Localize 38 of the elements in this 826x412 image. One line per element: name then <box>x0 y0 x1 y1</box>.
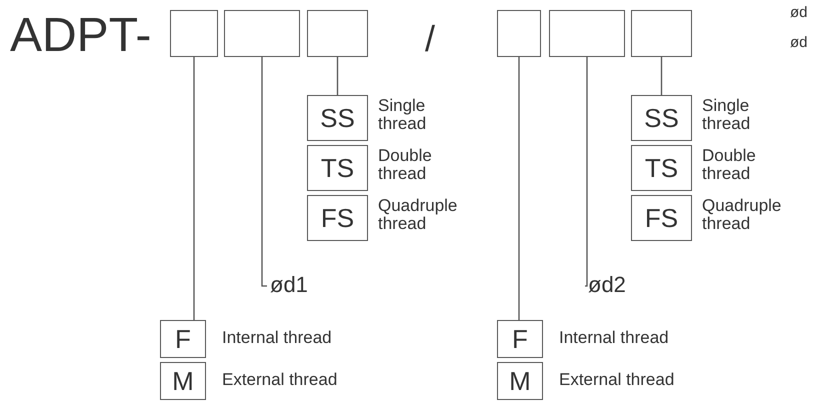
code-box: TS <box>631 145 692 191</box>
code-box: M <box>160 362 206 400</box>
leader-line <box>660 57 662 95</box>
leader-line <box>518 57 520 320</box>
leader-line <box>193 57 195 320</box>
option-description: Single thread <box>378 97 428 133</box>
size-label: ød1 <box>270 272 308 298</box>
size-label: ød2 <box>588 272 626 298</box>
blank-code-box <box>631 10 692 57</box>
code-box: SS <box>307 95 368 141</box>
code-prefix: ADPT- <box>10 8 152 63</box>
leader-line <box>261 57 267 287</box>
option-description: Single thread <box>702 97 752 133</box>
option-description: External thread <box>222 371 338 389</box>
code-box: F <box>160 320 206 358</box>
separator-slash: / <box>425 18 436 60</box>
blank-code-box <box>497 10 541 57</box>
option-description: Quadruple thread <box>702 197 782 233</box>
code-box: TS <box>307 145 368 191</box>
option-description: Internal thread <box>559 329 669 347</box>
code-box: FS <box>307 195 368 241</box>
leader-line <box>584 57 588 287</box>
code-box: SS <box>631 95 692 141</box>
code-box: FS <box>631 195 692 241</box>
option-description: Double thread <box>702 147 757 183</box>
blank-code-box <box>307 10 368 57</box>
leader-line <box>336 57 338 95</box>
blank-code-box <box>549 10 625 57</box>
option-description: Double thread <box>378 147 433 183</box>
option-description: Internal thread <box>222 329 332 347</box>
code-box: M <box>497 362 543 400</box>
cut-off-label: ød <box>790 4 808 21</box>
blank-code-box <box>224 10 300 57</box>
option-description: External thread <box>559 371 674 389</box>
option-description: Quadruple thread <box>378 197 458 233</box>
code-box: F <box>497 320 543 358</box>
cut-off-label: ød <box>790 34 808 51</box>
blank-code-box <box>170 10 218 57</box>
